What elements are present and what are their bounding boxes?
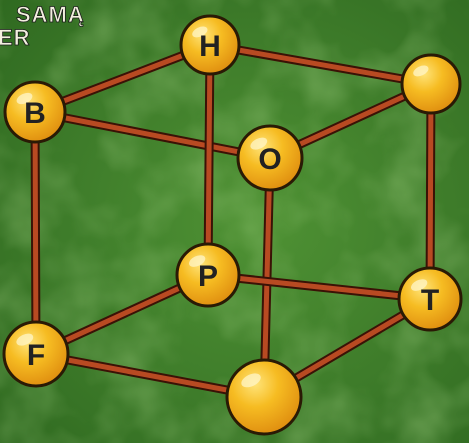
node-sphere — [400, 53, 462, 115]
node-h[interactable]: H — [179, 14, 241, 76]
node-bottom-front[interactable] — [225, 358, 303, 436]
node-highlight — [192, 26, 208, 38]
node-label: O — [258, 143, 281, 176]
corner-text: SAMĄ ER — [0, 2, 85, 51]
edge-h-p — [205, 42, 213, 278]
node-highlight — [16, 92, 33, 105]
node-top-right[interactable] — [400, 53, 462, 115]
corner-text-line2: ER — [0, 25, 31, 50]
node-label: B — [24, 97, 46, 130]
node-p[interactable]: P — [175, 242, 241, 308]
node-highlight — [241, 373, 261, 388]
node-f[interactable]: F — [2, 320, 70, 388]
node-label: F — [27, 339, 45, 372]
node-highlight — [250, 137, 268, 150]
edge-b-f — [32, 109, 39, 357]
cube-nodes: H B O P F T — [2, 14, 463, 436]
edge-p-t — [205, 272, 433, 302]
node-label: T — [421, 284, 439, 317]
node-t[interactable]: T — [397, 266, 463, 332]
node-label: P — [198, 260, 218, 293]
edge-h-top-right — [207, 42, 434, 87]
node-o[interactable]: O — [236, 124, 304, 192]
node-b[interactable]: B — [3, 80, 67, 144]
node-highlight — [411, 279, 428, 291]
node-highlight — [413, 65, 429, 77]
edge-f-bottom-front — [33, 351, 267, 400]
node-sphere — [225, 358, 303, 436]
corner-text-line1: SAMĄ — [16, 2, 85, 27]
node-label: H — [199, 30, 221, 63]
node-highlight — [189, 255, 206, 267]
edge-top-right-t — [427, 81, 434, 302]
node-highlight — [16, 333, 34, 346]
edge-b-o — [32, 109, 273, 161]
